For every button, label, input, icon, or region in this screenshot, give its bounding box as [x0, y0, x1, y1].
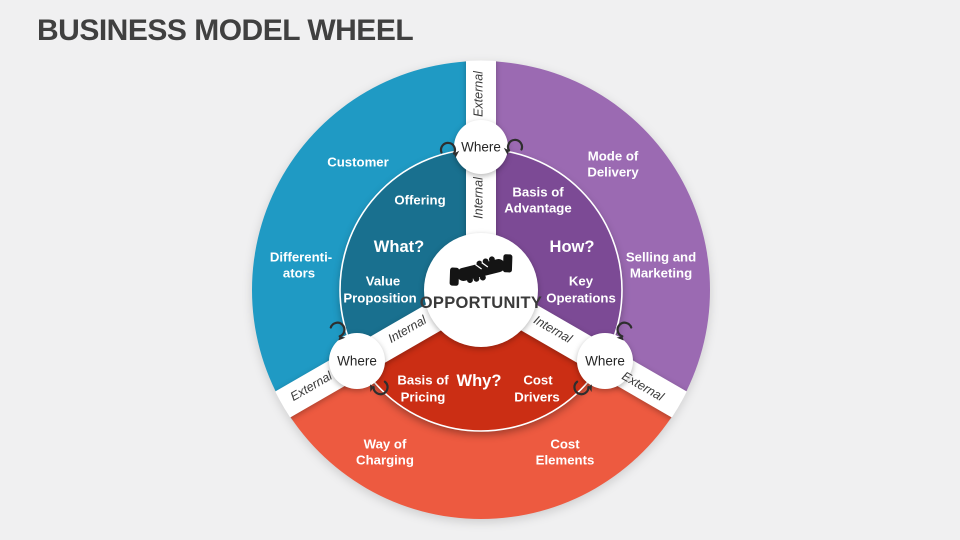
handshake-icon — [449, 254, 513, 286]
label-key-operations-line1: Key — [569, 274, 594, 289]
label-way-of-charging-line2: Charging — [356, 453, 414, 468]
inner-ring — [340, 149, 622, 431]
label-basis-of-pricing-line1: Basis of — [397, 373, 449, 388]
where-label-left: Where — [337, 354, 377, 369]
label-value-proposition-line1: Value — [366, 274, 400, 289]
where-circle-left — [329, 333, 385, 389]
label-basis-of-pricing-line2: Pricing — [401, 390, 446, 405]
spoke-label-external-top: External — [471, 70, 485, 117]
label-basis-of-advantage-line2: Advantage — [504, 201, 571, 216]
label-key-operations-line2: Operations — [546, 291, 616, 306]
where-label-top: Where — [461, 140, 501, 155]
label-way-of-charging-line1: Way of — [364, 437, 407, 452]
label-value-proposition-line2: Proposition — [343, 291, 416, 306]
sector-why-inner — [358, 290, 604, 431]
label-selling-marketing-line1: Selling and — [626, 250, 696, 265]
label-offering: Offering — [394, 193, 445, 208]
label-cost-elements-line1: Cost — [550, 437, 580, 452]
where-label-right: Where — [585, 354, 625, 369]
spoke-label-internal-top: Internal — [471, 176, 485, 219]
label-cost-elements-line2: Elements — [536, 453, 595, 468]
question-why: Why? — [457, 372, 502, 390]
label-differentiators-line1: Differenti- — [270, 250, 332, 265]
page-title: BUSINESS MODEL WHEEL — [37, 14, 414, 47]
label-cost-drivers-line1: Cost — [523, 373, 553, 388]
label-mode-of-delivery-line2: Delivery — [587, 165, 639, 180]
question-what: What? — [374, 238, 424, 256]
opportunity-circle — [424, 233, 538, 347]
where-circle-top — [454, 120, 508, 174]
opportunity-label: OPPORTUNITY — [420, 294, 542, 312]
label-differentiators-line2: ators — [283, 266, 315, 281]
label-customer: Customer — [327, 155, 389, 170]
label-basis-of-advantage-line1: Basis of — [512, 185, 564, 200]
label-cost-drivers-line2: Drivers — [514, 390, 559, 405]
where-circle-right — [577, 333, 633, 389]
label-selling-marketing-line2: Marketing — [630, 266, 692, 281]
label-mode-of-delivery-line1: Mode of — [588, 149, 639, 164]
question-how: How? — [550, 238, 595, 256]
